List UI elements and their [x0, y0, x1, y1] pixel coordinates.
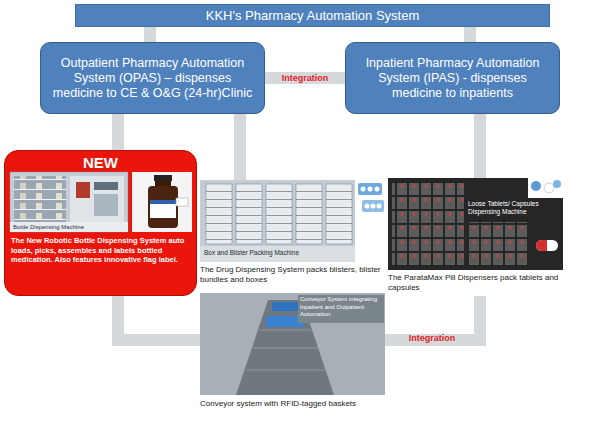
photo-caption-strip — [298, 295, 384, 323]
drawer-cabinet — [236, 184, 262, 244]
new-badge: NEW — [5, 154, 196, 171]
cassette-grid — [468, 222, 528, 266]
conveyor-roller — [259, 330, 311, 331]
drawer-cabinet — [326, 184, 352, 244]
photo-overlay-text: Loose Tablets/ Capsules Dispensing Machi… — [468, 200, 560, 216]
connector-band — [265, 72, 345, 84]
tablet — [544, 183, 554, 193]
photo-label: Bottle Dispensing Machine — [13, 224, 84, 231]
dispensing-photo — [200, 180, 355, 262]
cassette-grid — [392, 182, 464, 266]
photo-caption: Conveyor system with RFID-tagged baskets — [200, 399, 385, 409]
capsule-half — [536, 240, 547, 251]
connector-band — [144, 27, 156, 42]
blister-pill — [377, 204, 382, 209]
photo-caption: The Drug Dispensing System packs blister… — [200, 265, 385, 285]
photo-caption-strip — [200, 246, 355, 262]
connector-label: Integration — [409, 333, 456, 343]
blister-pack — [358, 183, 382, 195]
box-text: Inpatient Pharmacy Automation System (IP… — [354, 56, 551, 101]
description-text: The New Robotic Bottle Dispensing System… — [11, 236, 192, 265]
paratamax-photo — [388, 178, 563, 270]
blister-pack — [362, 200, 384, 212]
blister-pill — [365, 204, 370, 209]
conveyor-roller — [253, 348, 318, 349]
photo-overlay-text: Box and Blister Packing Machine — [204, 249, 352, 257]
photo-panel: Conveyor System integrating Inpatient an… — [200, 293, 385, 415]
photo-panel: Box and Blister Packing MachineThe Drug … — [200, 180, 385, 288]
process-box: Inpatient Pharmacy Automation System (IP… — [345, 42, 560, 114]
conveyor-roller — [246, 370, 326, 371]
tablet — [531, 181, 541, 191]
photo-overlay-text: Conveyor System integrating Inpatient an… — [300, 296, 384, 319]
pill-backdrop — [528, 178, 563, 198]
capsule-half — [542, 240, 547, 251]
tablet — [553, 180, 561, 188]
rfid-basket — [266, 316, 304, 327]
photo-panel: Loose Tablets/ Capsules Dispensing Machi… — [388, 178, 563, 296]
photo-caption: The ParataMax Pill Dispensers pack table… — [388, 273, 563, 293]
connector-band — [234, 114, 246, 180]
drawer-cabinet — [266, 184, 292, 244]
connector-band — [474, 114, 486, 178]
title-band: KKH's Pharmacy Automation System — [75, 4, 550, 27]
capsule — [536, 240, 558, 251]
drawer-cabinet — [296, 184, 322, 244]
drawer-cabinet — [206, 184, 232, 244]
process-box: Outpatient Pharmacy Automation System (O… — [40, 42, 265, 114]
blister-pill — [371, 204, 376, 209]
band-title: KKH's Pharmacy Automation System — [206, 8, 419, 23]
rfid-basket — [272, 302, 298, 311]
blister-pill — [361, 187, 366, 192]
conveyor-photo — [200, 293, 385, 395]
blister-pill — [368, 187, 373, 192]
connector-label: Integration — [282, 73, 329, 83]
box-text: Outpatient Pharmacy Automation System (O… — [49, 56, 256, 101]
highlight-box: NEW The New Robotic Bottle Dispensing Sys… — [4, 150, 197, 296]
blister-pill — [375, 187, 380, 192]
connector-band — [464, 27, 476, 42]
